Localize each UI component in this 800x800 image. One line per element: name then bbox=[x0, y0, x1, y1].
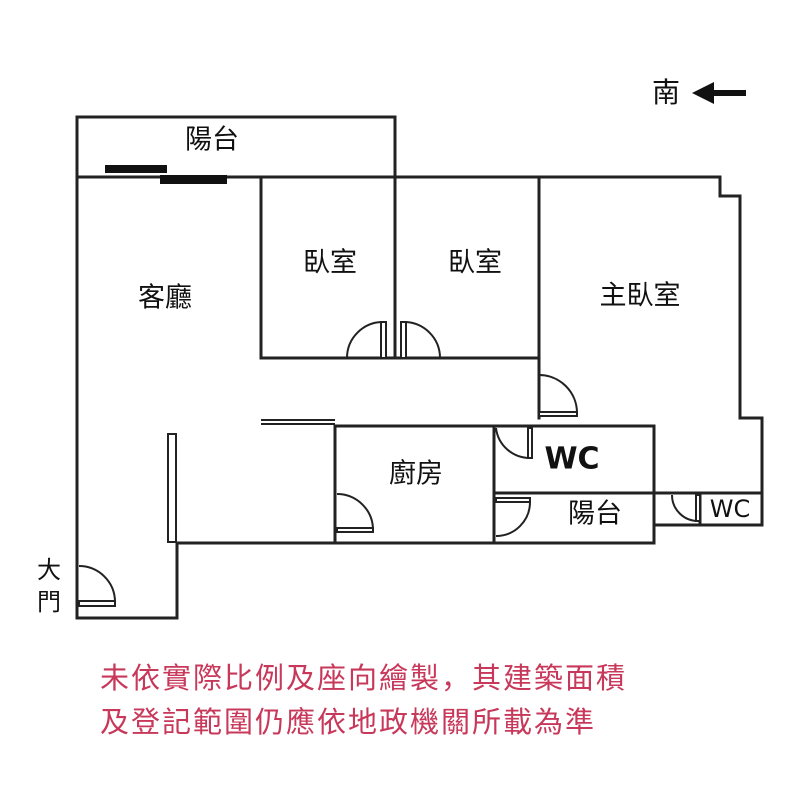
bedroom-walls bbox=[259, 175, 541, 420]
bedroom-2-label: 臥室 bbox=[448, 248, 502, 279]
entrance-label-top: 大 bbox=[37, 556, 61, 584]
wc-small-door[interactable] bbox=[671, 494, 701, 522]
master-bedroom-door[interactable] bbox=[538, 374, 578, 417]
arrow-left-icon bbox=[692, 82, 746, 104]
balcony-top-label: 陽台 bbox=[185, 125, 239, 156]
kitchen-label: 廚房 bbox=[389, 459, 443, 490]
balcony-bottom-label: 陽台 bbox=[568, 499, 622, 530]
bedroom-1-door[interactable] bbox=[346, 321, 387, 359]
compass: 南 bbox=[652, 76, 746, 109]
disclaimer-line-1: 未依實際比例及座向繪製，其建築面積 bbox=[100, 661, 628, 695]
outer-walls bbox=[75, 173, 764, 620]
bedroom-1-label: 臥室 bbox=[303, 248, 357, 279]
balcony-top-area bbox=[75, 115, 397, 179]
living-room-label: 客廳 bbox=[138, 283, 192, 314]
balcony-bottom-door[interactable] bbox=[495, 497, 531, 537]
disclaimer-line-2: 及登記範圍仍應依地政機關所載為準 bbox=[100, 705, 597, 739]
entrance-label-bottom: 門 bbox=[37, 588, 61, 616]
bedroom-2-door[interactable] bbox=[400, 321, 441, 359]
window-bars bbox=[105, 165, 227, 184]
master-bedroom-label: 主臥室 bbox=[600, 281, 681, 312]
wc-small-label: WC bbox=[710, 495, 751, 523]
compass-label: 南 bbox=[652, 76, 680, 109]
wc-main-door[interactable] bbox=[495, 427, 533, 460]
main-entrance-door[interactable] bbox=[78, 565, 116, 607]
kitchen-door[interactable] bbox=[336, 493, 374, 533]
wc-main-label: WC bbox=[544, 442, 599, 477]
